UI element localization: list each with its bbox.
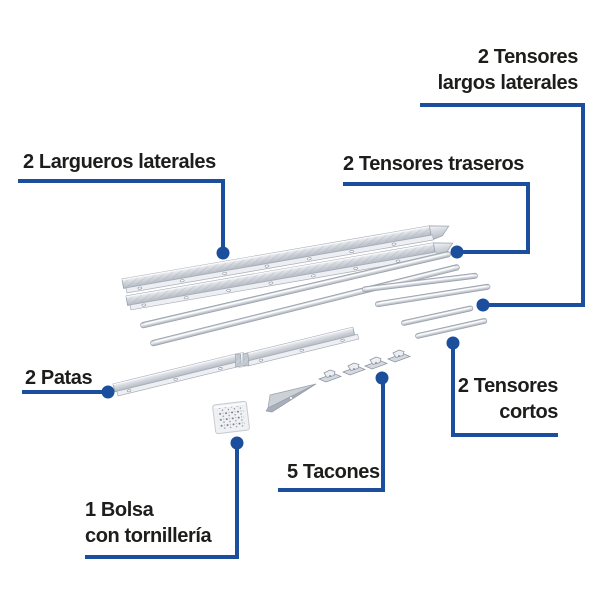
tacon-clip-3 [364, 356, 388, 370]
connector-tensores-traseros [343, 182, 530, 259]
connector-tensores-cortos [446, 336, 558, 437]
tensor-corto-rod-1 [400, 304, 474, 327]
connector-dot-largueros [216, 246, 230, 260]
connector-bolsa [85, 436, 244, 559]
label-tensores-largos-laterales: 2 Tensores largos laterales [437, 44, 579, 96]
connector-dot-tensores-largos [476, 298, 490, 312]
tacon-wedge [265, 383, 317, 413]
connector-tacones [278, 371, 389, 492]
label-tensores-largos-line1: 2 Tensores [477, 46, 579, 68]
label-patas-text: 2 Patas [25, 367, 93, 389]
label-tensores-traseros-text: 2 Tensores traseros [343, 153, 525, 175]
tacon-clip-4 [387, 349, 411, 363]
connector-dot-tensores-traseros [450, 245, 464, 259]
connector-tensores-largos-laterales [420, 103, 585, 312]
tensor-corto-rod-2 [414, 317, 488, 340]
label-bolsa-line1: 1 Bolsa [85, 499, 154, 521]
connector-line-tensores-largos [420, 103, 585, 307]
connector-line-bolsa [85, 447, 239, 559]
connector-largueros-laterales [18, 179, 230, 260]
pata-rail-2 [242, 326, 360, 367]
label-tensores-cortos: 2 Tensores cortos [457, 373, 559, 425]
label-tensores-largos-line2: largos laterales [437, 72, 579, 94]
connector-line-tensores-traseros [343, 182, 530, 254]
label-tensores-cortos-line2: cortos [499, 401, 558, 423]
connector-line-tacones [278, 382, 385, 492]
connector-patas [22, 385, 115, 399]
label-tensores-traseros: 2 Tensores traseros [343, 151, 524, 177]
label-bolsa-line2: con tornillería [85, 525, 212, 547]
label-largueros-laterales-text: 2 Largueros laterales [23, 151, 216, 173]
label-tensores-cortos-line1: 2 Tensores [457, 375, 559, 397]
label-tacones-text: 5 Tacones [287, 461, 380, 483]
label-tacones: 5 Tacones [287, 459, 380, 485]
label-patas: 2 Patas [25, 365, 93, 391]
label-bolsa-tornilleria: 1 Bolsa con tornillería [85, 497, 212, 549]
connector-dot-tacones [375, 371, 389, 385]
tacon-clip-2 [342, 362, 366, 376]
connector-dot-bolsa [230, 436, 244, 450]
connector-line-largueros [18, 179, 225, 249]
hardware-bag [212, 400, 250, 435]
pata-rail-1 [112, 353, 242, 397]
connector-line-tensores-cortos [451, 347, 558, 437]
tacon-clip-1 [318, 369, 342, 383]
label-largueros-laterales: 2 Largueros laterales [23, 149, 216, 175]
connector-dot-patas [101, 385, 115, 399]
connector-dot-tensores-cortos [446, 336, 460, 350]
